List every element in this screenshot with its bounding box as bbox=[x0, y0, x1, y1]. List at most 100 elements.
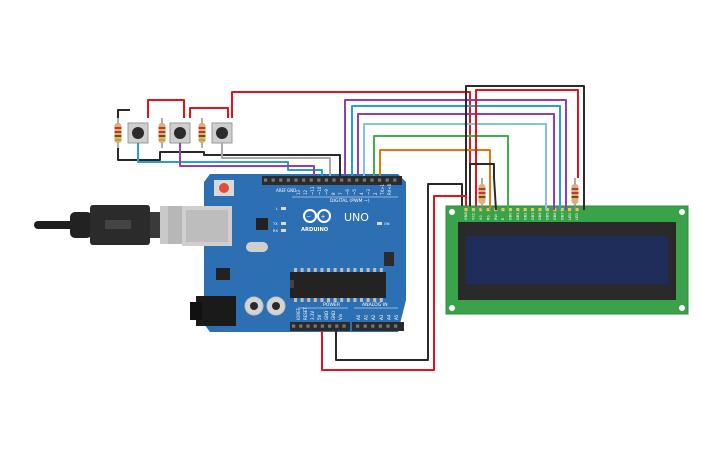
lcd-pin bbox=[531, 208, 535, 212]
lcd-mount-hole-tr bbox=[679, 209, 685, 215]
wire-green-lcd-e bbox=[373, 135, 509, 210]
header-hole bbox=[320, 324, 324, 328]
usb-logo bbox=[105, 220, 131, 229]
button-resistor-1 bbox=[114, 118, 122, 148]
digital-pin-label: ~9 bbox=[324, 189, 329, 195]
analog-pin-label: A0 bbox=[356, 314, 361, 320]
header-hole bbox=[279, 178, 283, 182]
lcd-mount-hole-tl bbox=[449, 209, 455, 215]
analog-label: ANALOG IN bbox=[362, 302, 388, 308]
header-hole bbox=[356, 324, 360, 328]
lcd-pin-label: LED bbox=[568, 213, 572, 220]
chip-leg bbox=[300, 268, 304, 272]
chip-leg bbox=[320, 268, 324, 272]
push-button-1[interactable] bbox=[127, 122, 149, 144]
push-button-3[interactable] bbox=[211, 122, 233, 144]
header-hole bbox=[302, 178, 306, 182]
button-resistor-2 bbox=[158, 118, 166, 148]
lcd-backlight-resistor bbox=[571, 178, 579, 210]
chip-leg bbox=[353, 298, 357, 302]
reset-button[interactable] bbox=[219, 183, 229, 193]
chip-leg bbox=[294, 268, 297, 272]
chip-leg bbox=[366, 268, 370, 272]
chip-leg bbox=[327, 268, 330, 272]
chip-legs bbox=[294, 268, 383, 302]
lcd-pin bbox=[523, 208, 527, 212]
lcd-pin-label: DB5 bbox=[546, 212, 550, 220]
lcd-pin-label: VCC bbox=[472, 212, 476, 220]
chip-leg bbox=[340, 298, 344, 302]
analog-header bbox=[352, 322, 404, 331]
power-pin-label: 5V bbox=[317, 314, 322, 320]
led-tx-label: TX bbox=[272, 222, 278, 226]
header-hole bbox=[294, 178, 298, 182]
led-rx bbox=[281, 229, 286, 232]
wire-red-lcd-vcc bbox=[475, 89, 579, 206]
led-on bbox=[377, 222, 382, 225]
voltage-regulator bbox=[216, 268, 230, 280]
chip-leg bbox=[333, 268, 337, 272]
lcd-pin-label: E bbox=[501, 217, 505, 220]
bottom-header-holes bbox=[292, 324, 398, 328]
power-label: POWER bbox=[323, 302, 341, 308]
brand-label: ARDUINO bbox=[301, 227, 329, 233]
wire-black-gnd-buttons bbox=[117, 148, 341, 176]
digital-header bbox=[262, 176, 402, 185]
digital-pin-label: 4 bbox=[359, 192, 364, 195]
power-pin-label: GND bbox=[324, 311, 329, 320]
digital-pin-label: RX<0 bbox=[387, 183, 392, 195]
header-hole bbox=[286, 178, 290, 182]
lcd-mount-hole-br bbox=[679, 305, 685, 311]
lcd-contrast-resistor bbox=[478, 178, 486, 210]
wire-blue-button-1 bbox=[137, 143, 323, 176]
arduino-logo: − + bbox=[303, 209, 331, 223]
power-pin-label: GND bbox=[331, 311, 336, 320]
lcd-pin-label: DB4 bbox=[538, 212, 542, 220]
lcd-pin bbox=[464, 208, 468, 212]
wire-black-button-link-1 bbox=[117, 109, 130, 118]
header-hole bbox=[332, 178, 336, 182]
wire-orange-lcd-rs bbox=[379, 149, 491, 210]
digital-pin-label: 7 bbox=[338, 192, 343, 195]
header-hole bbox=[264, 178, 268, 182]
wire-red-button-1 bbox=[147, 99, 185, 118]
digital-label: DIGITAL (PWM ~) bbox=[330, 198, 370, 204]
push-button-2[interactable] bbox=[169, 122, 191, 144]
usb-cable-tail bbox=[34, 221, 74, 229]
header-hole bbox=[355, 178, 359, 182]
digital-pin-label: ~10 bbox=[317, 186, 322, 195]
chip-leg bbox=[379, 298, 383, 302]
digital-pin-label: 2 bbox=[373, 192, 378, 195]
lcd-pin-label: V0 bbox=[479, 215, 483, 220]
crystal bbox=[246, 242, 268, 252]
chip-leg bbox=[353, 268, 357, 272]
wire-red-lcd-5v-board bbox=[321, 195, 467, 371]
lcd-pin bbox=[545, 208, 549, 212]
lcd-pin bbox=[575, 208, 579, 212]
analog-pin-label: A1 bbox=[364, 314, 369, 320]
lcd-pin bbox=[508, 208, 512, 212]
chip-leg bbox=[313, 298, 317, 302]
lcd-pin bbox=[516, 208, 520, 212]
wires bbox=[117, 85, 585, 371]
chip-leg bbox=[360, 268, 363, 272]
icsp-header bbox=[384, 252, 394, 266]
wire-purple-button-2 bbox=[179, 143, 315, 176]
header-hole bbox=[306, 324, 310, 328]
power-pin-label: 3.3V bbox=[310, 311, 315, 320]
power-pin-label: IOREF bbox=[296, 307, 301, 320]
digital-pin-label: 12 bbox=[303, 189, 308, 195]
lcd-pin bbox=[568, 208, 572, 212]
header-hole bbox=[335, 324, 339, 328]
button-array bbox=[114, 118, 233, 148]
digital-pin-label: 13 bbox=[296, 189, 301, 195]
chip-leg bbox=[320, 298, 324, 302]
header-hole bbox=[394, 324, 398, 328]
wire-red-button-2 bbox=[189, 107, 229, 118]
